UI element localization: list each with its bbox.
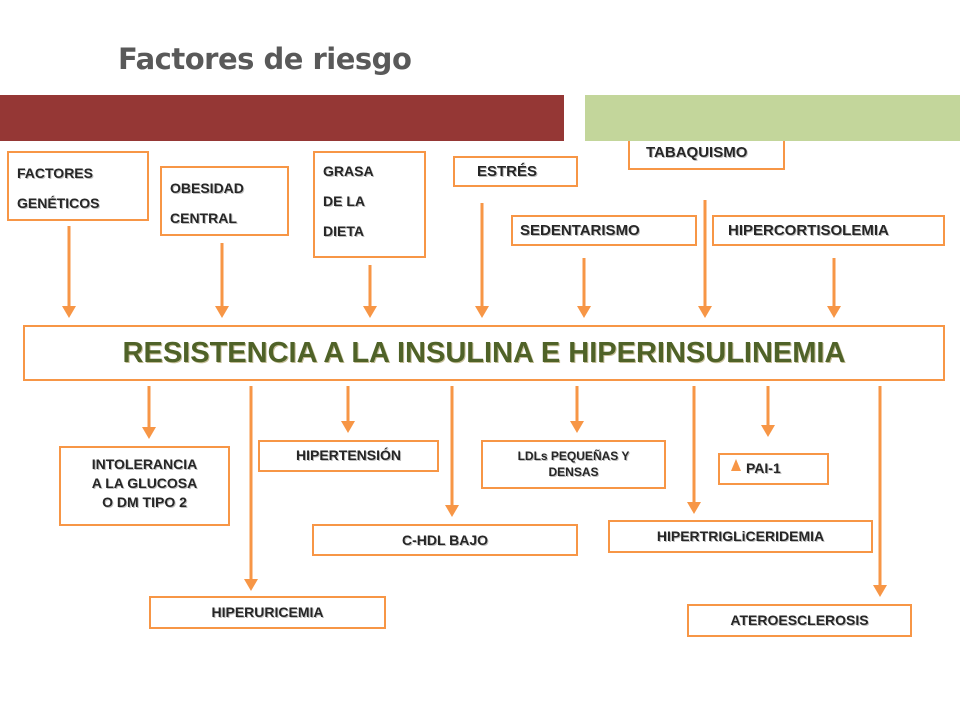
arrow-ldl	[570, 386, 584, 433]
arrow-ateroesclerosis	[873, 386, 887, 597]
effect-label: C-HDL BAJO	[401, 532, 489, 548]
cause-factores-geneticos: FACTORES GENÉTICOS	[7, 151, 149, 221]
effect-hipertension: HIPERTENSIÓN	[258, 440, 439, 472]
arrow-pai1-side	[731, 459, 741, 471]
arrow-intolerancia	[142, 386, 156, 439]
cause-estres: ESTRÉS	[453, 156, 578, 187]
arrow-hiperuricemia	[244, 386, 258, 591]
effect-label: HIPERURICEMIA	[211, 604, 324, 620]
effect-label-line: INTOLERANCIA	[91, 456, 198, 472]
effect-label: HIPERTRIGLiCERIDEMIA	[656, 528, 825, 544]
effect-label: HIPERTENSIÓN	[295, 447, 401, 463]
header-bar-left	[0, 95, 564, 141]
slide-title: Factores de riesgo	[118, 42, 412, 76]
effect-label-line: LDLs PEQUEÑAS Y	[517, 449, 630, 463]
cause-label: SEDENTARISMO	[520, 222, 640, 239]
arrow-chdl	[445, 386, 459, 517]
cause-obesidad-central: OBESIDAD CENTRAL	[160, 166, 289, 236]
arrow-sedentarismo	[577, 258, 591, 318]
central-node: RESISTENCIA A LA INSULINA E HIPERINSULIN…	[23, 325, 945, 381]
arrow-grasa-dieta	[363, 265, 377, 318]
effect-ateroesclerosis: ATEROESCLEROSIS	[687, 604, 912, 637]
effect-hipertrigliceridemia: HIPERTRIGLiCERIDEMIA	[608, 520, 873, 553]
effect-chdl: C-HDL BAJO	[312, 524, 578, 556]
cause-hipercortisolemia: HIPERCORTISOLEMIA	[712, 215, 945, 246]
arrow-factores-geneticos	[62, 226, 76, 318]
cause-label-line: GRASA	[323, 163, 374, 179]
effect-ldl: LDLs PEQUEÑAS Y DENSAS	[481, 440, 666, 489]
effect-label: PAI-1	[746, 460, 781, 476]
arrow-hipercortisolemia	[827, 258, 841, 318]
cause-label: HIPERCORTISOLEMIA	[728, 222, 889, 239]
arrow-tabaquismo	[698, 200, 712, 318]
effect-label-line: O DM TIPO 2	[102, 494, 187, 510]
cause-grasa-dieta: GRASA DE LA DIETA	[313, 151, 426, 258]
header-bar-right	[585, 95, 960, 141]
arrow-obesidad-central	[215, 243, 229, 318]
cause-label-line: FACTORES	[17, 165, 93, 181]
cause-tabaquismo: TABAQUISMO	[628, 141, 785, 170]
effect-label-line: A LA GLUCOSA	[91, 475, 198, 491]
cause-label-line: GENÉTICOS	[17, 195, 100, 211]
cause-label-line: DE LA	[323, 193, 365, 209]
arrow-pai1	[761, 386, 775, 437]
cause-label-line: OBESIDAD	[170, 180, 244, 196]
arrow-hipertrigliceridemia	[687, 386, 701, 514]
cause-label: ESTRÉS	[477, 163, 538, 180]
cause-label-line: CENTRAL	[170, 210, 237, 226]
effect-intolerancia: INTOLERANCIA A LA GLUCOSA O DM TIPO 2	[59, 446, 230, 526]
cause-label: TABAQUISMO	[646, 144, 748, 161]
cause-label-line: DIETA	[323, 223, 364, 239]
effect-hiperuricemia: HIPERURICEMIA	[149, 596, 386, 629]
arrow-estres	[475, 203, 489, 318]
effect-label: ATEROESCLEROSIS	[730, 612, 869, 628]
arrow-hipertension	[341, 386, 355, 433]
cause-sedentarismo: SEDENTARISMO	[511, 215, 697, 246]
effect-label-line: DENSAS	[548, 465, 599, 479]
